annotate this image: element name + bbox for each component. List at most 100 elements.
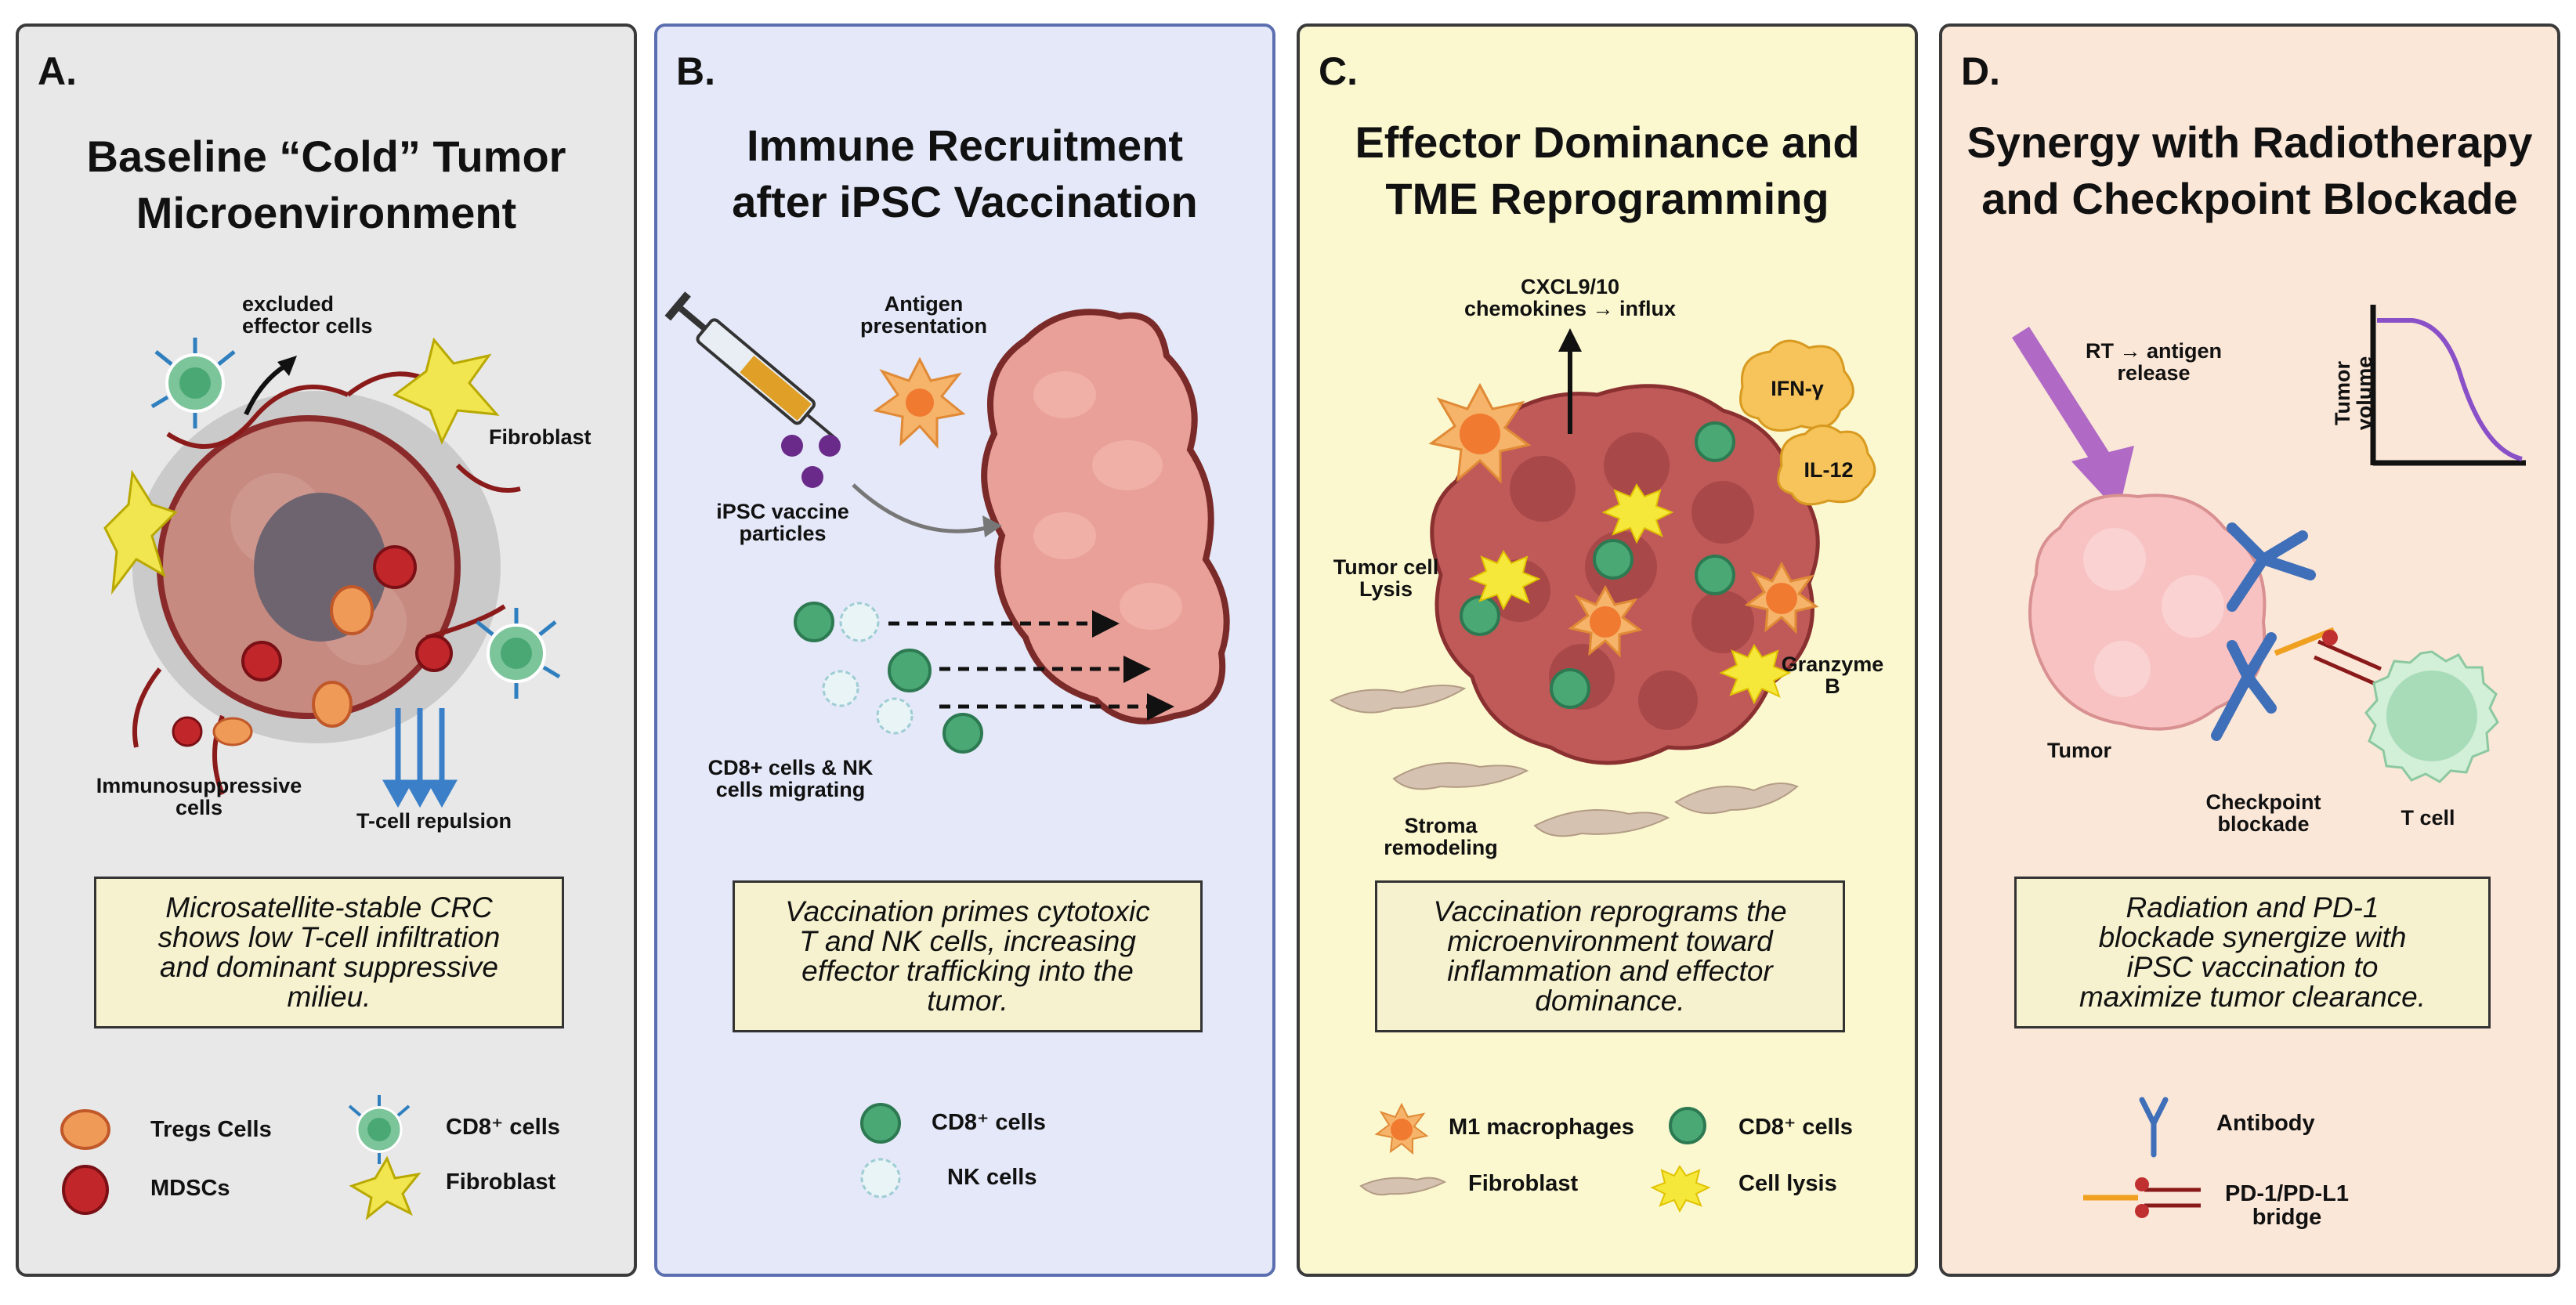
legend-cd8-icon	[860, 1103, 901, 1144]
legend-lysis-icon	[1650, 1165, 1711, 1213]
immunosuppressive-label: Immunosuppressive cells	[96, 774, 302, 819]
legend-label: CD8⁺ cells	[446, 1115, 560, 1140]
fibroblast-shape	[103, 469, 178, 595]
panel-letter: B.	[676, 49, 715, 93]
stroma-remodeling-label: Stroma remodeling	[1384, 814, 1498, 859]
legend-label: Tregs Cells	[150, 1117, 272, 1142]
antibody-icon	[2211, 632, 2277, 741]
panel-d-illustration	[2012, 305, 2526, 1218]
cells-migrating-label: CD8+ cells & NK cells migrating	[707, 756, 874, 801]
granzyme-b-label: Granzyme B	[1781, 652, 1884, 698]
arrow-head	[1092, 610, 1120, 638]
legend-label: PD-1/PD-L1 bridge	[2225, 1181, 2349, 1230]
antigen-arrow	[852, 483, 987, 533]
panel-letter: C.	[1319, 49, 1358, 93]
tumor-volume-axis-label: Tumor volume	[2331, 356, 2376, 431]
cd8-cell	[794, 602, 834, 642]
stroma-fibroblast	[1329, 685, 1467, 714]
cd8-cell	[1695, 421, 1735, 462]
legend-mdsc-icon	[62, 1165, 109, 1215]
cd8-cell	[888, 649, 932, 692]
panel-a-illustration	[60, 337, 561, 1220]
panel-caption: Microsatellite-stable CRC shows low T-ce…	[94, 877, 564, 1028]
antigen-presentation-label: Antigen presentation	[859, 292, 988, 338]
legend-cd8-icon	[1669, 1107, 1706, 1144]
panel-title: Effector Dominance and TME Reprogramming	[1355, 117, 1860, 223]
t-cell-repulsion-arrows	[382, 708, 458, 808]
vaccine-particle	[801, 466, 823, 488]
panel-caption: Vaccination primes cytotoxic T and NK ce…	[733, 880, 1203, 1032]
panel-c-illustration	[1329, 328, 1876, 1213]
arrow-head	[1123, 656, 1151, 683]
t-cell	[2364, 650, 2499, 783]
tumor-label: Tumor	[2047, 739, 2111, 762]
nk-cell	[876, 697, 914, 735]
legend-label: Fibroblast	[1468, 1171, 1579, 1196]
legend-fibroblast-icon	[1359, 1177, 1447, 1196]
migration-arrows	[888, 621, 1151, 709]
legend-antibody-icon	[2139, 1097, 2169, 1158]
cd8-cell	[150, 338, 236, 428]
cd8-cell	[942, 713, 983, 754]
cd8-cell	[1695, 555, 1735, 595]
panel-d: D. Synergy with Radiotherapy and Checkpo…	[1939, 23, 2560, 1277]
pd1-pdl1-bridge	[2274, 627, 2382, 687]
panel-letter: D.	[1961, 49, 2000, 93]
stroma-fibroblast	[1674, 783, 1799, 815]
cd8-cell	[1460, 595, 1500, 636]
panel-b: B. Immune Recruitment after iPSC Vaccina…	[654, 23, 1275, 1277]
legend-treg-icon	[60, 1109, 110, 1150]
legend-label: NK cells	[947, 1165, 1037, 1190]
cd8-cell	[476, 608, 561, 699]
panel-b-illustration	[664, 291, 1230, 1198]
panel-letter: A.	[38, 49, 77, 93]
m1-macrophage	[1568, 584, 1643, 658]
m1-macrophage	[1428, 382, 1532, 484]
nk-cell	[822, 670, 859, 707]
legend-nk-icon	[860, 1158, 901, 1198]
syringe-icon	[664, 291, 838, 441]
stroma-fibroblast	[1392, 762, 1529, 790]
vaccine-particle	[781, 435, 803, 457]
legend-label: CD8⁺ cells	[1738, 1115, 1853, 1140]
panel-caption: Vaccination reprograms the microenvironm…	[1375, 880, 1845, 1032]
ifn-gamma-label: IFN-γ	[1771, 377, 1824, 400]
mdsc-cell	[172, 716, 203, 747]
legend-label: Fibroblast	[446, 1169, 556, 1195]
legend-label: Cell lysis	[1738, 1171, 1837, 1196]
tumor-volume-curve	[2377, 318, 2523, 461]
excluded-effector-label: excluded effector cells	[242, 292, 373, 338]
panel-title: Baseline “Cold” Tumor Microenvironment	[86, 132, 566, 237]
treg-cell	[312, 681, 353, 728]
arrow-head	[1147, 693, 1174, 721]
il12-label: IL-12	[1804, 458, 1854, 482]
mdsc-cell	[415, 634, 453, 672]
t-cell-repulsion-label: T-cell repulsion	[356, 809, 512, 833]
lysis-burst	[1468, 550, 1541, 611]
panel-a: A. Baseline “Cold” Tumor Microenvironmen…	[16, 23, 637, 1277]
cxcl-chemokines-label: CXCL9/10 chemokines → influx	[1463, 275, 1677, 320]
m1-macrophage	[1744, 561, 1819, 634]
rt-antigen-release-label: RT → antigen release	[2086, 339, 2222, 385]
antibody-icon	[2227, 522, 2316, 612]
legend-cd8-icon	[348, 1095, 411, 1164]
rt-arrow	[2012, 327, 2111, 467]
panel-title: Immune Recruitment after iPSC Vaccinatio…	[732, 121, 1198, 226]
cd8-cell	[1593, 539, 1634, 580]
nk-cell	[839, 602, 880, 642]
tumor-cell-lysis-label: Tumor cell Lysis	[1333, 555, 1439, 601]
mdsc-cell	[241, 641, 282, 681]
legend-label: Antibody	[2216, 1111, 2315, 1136]
lysis-burst	[1601, 483, 1674, 544]
mdsc-cell	[373, 545, 417, 589]
cd8-cell	[1550, 668, 1590, 709]
panel-c: C. Effector Dominance and TME Reprogramm…	[1297, 23, 1918, 1277]
panel-caption: Radiation and PD-1 blockade synergize wi…	[2014, 877, 2491, 1028]
t-cell-label: T cell	[2401, 806, 2455, 830]
il12-cloud	[1777, 425, 1876, 506]
legend-macrophage-icon	[1374, 1102, 1429, 1155]
ipsc-vaccine-label: iPSC vaccine particles	[716, 500, 849, 545]
panel-title: Synergy with Radiotherapy and Checkpoint…	[1966, 117, 2533, 223]
tumor-mass	[981, 309, 1230, 725]
stroma-fibroblast	[1533, 809, 1670, 837]
